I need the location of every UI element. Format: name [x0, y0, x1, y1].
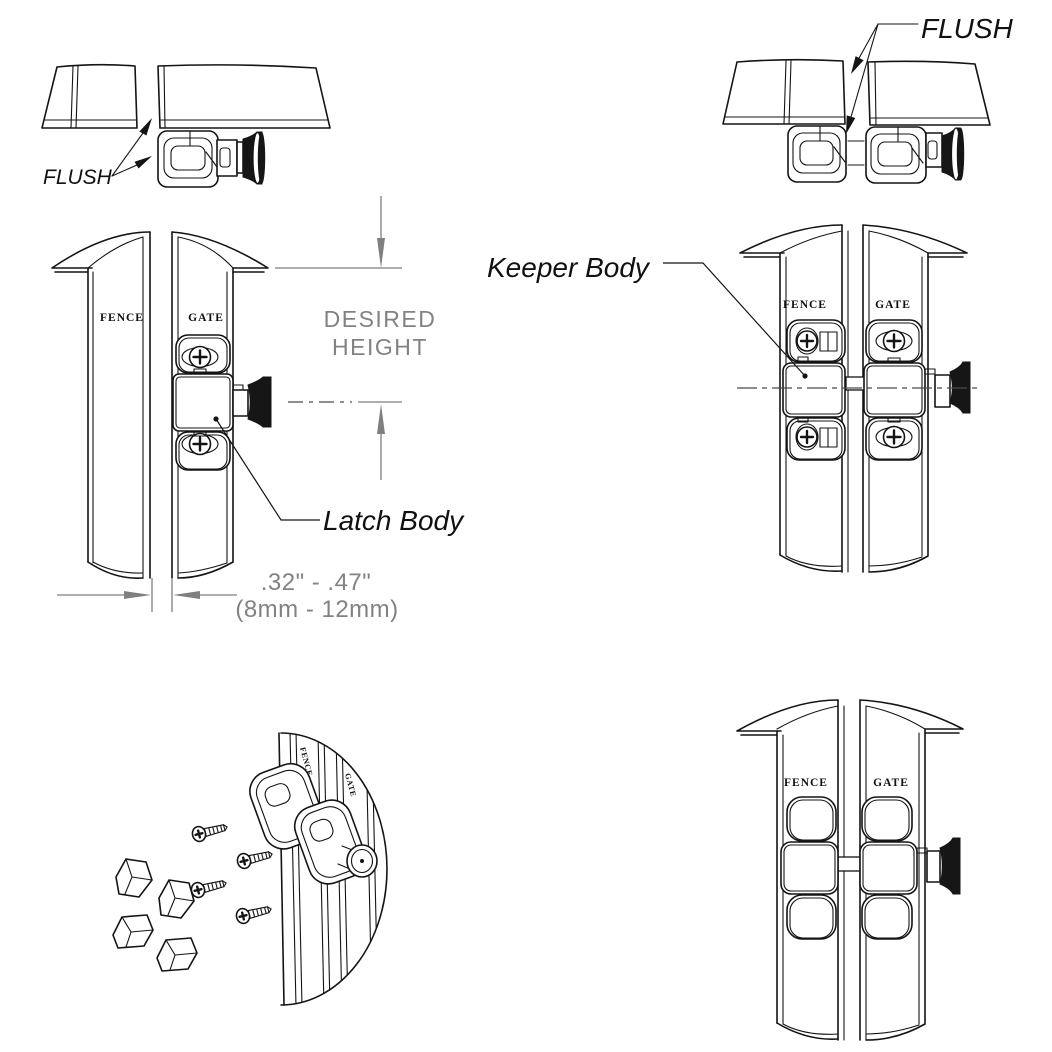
flush-label-left: FLUSH	[43, 166, 113, 189]
gap-dimension: .32" - .47" (8mm - 12mm)	[57, 569, 398, 623]
panel-desired-height-front-view: FENCE GATE Latch Body	[51, 196, 465, 623]
cover-caps	[112, 858, 198, 972]
keeper-body-label: Keeper Body	[487, 252, 651, 283]
desired-height-dimension: DESIRED HEIGHT	[275, 196, 437, 480]
latch-bolt	[837, 856, 861, 872]
knob-isometric	[337, 844, 378, 878]
gate-cap-top-view	[867, 60, 991, 126]
latch-cover-assembled	[859, 796, 961, 940]
screw-icon	[189, 818, 231, 845]
panel-flush-both-top-view: FLUSH	[722, 13, 1014, 184]
knob-front-view	[247, 376, 272, 428]
fence-post-label: FENCE	[783, 299, 827, 311]
gap-inches-label: .32" - .47"	[261, 569, 372, 596]
panel-assembled-view: FENCE GATE	[736, 699, 964, 1041]
latch-body-front-view	[172, 334, 272, 471]
gate-post-label: GATE	[875, 299, 911, 311]
panel-keeper-body-front-view: FENCE GATE	[487, 224, 982, 573]
screw-icon	[233, 900, 275, 927]
latch-body-front-view	[863, 319, 971, 461]
fence-post	[51, 231, 151, 579]
latch-body-top-view	[157, 130, 219, 188]
desired-height-label-line1: DESIRED	[324, 306, 437, 332]
desired-height-label-line2: HEIGHT	[332, 334, 428, 360]
fence-post	[739, 224, 849, 573]
fence-post-label: FENCE	[100, 312, 144, 324]
screw-icon	[234, 845, 276, 872]
flush-leader-lines	[111, 132, 144, 177]
flush-leader-lines	[850, 23, 919, 118]
knob-front-view	[939, 837, 961, 895]
gap-metric-label: (8mm - 12mm)	[235, 596, 398, 623]
latch-body-label: Latch Body	[323, 505, 465, 536]
fence-cap-top-view	[722, 58, 846, 125]
gate-post-label: GATE	[343, 772, 358, 798]
keeper-body-front-view	[782, 319, 846, 461]
keeper-body-leader-line	[663, 262, 806, 377]
screw-icon	[188, 874, 230, 901]
gate-post-label: GATE	[873, 777, 909, 789]
gate-post-label: GATE	[188, 312, 224, 324]
keeper-body-top-view	[787, 125, 847, 183]
latch-body-leader-line	[215, 418, 320, 521]
fence-cap-top-view	[41, 63, 138, 129]
fence-post-label: FENCE	[784, 777, 828, 789]
keeper-cover-assembled	[780, 796, 839, 940]
gate-cap-top-view	[157, 64, 331, 129]
latch-bolt-top-view	[847, 140, 865, 166]
panel-flush-latch-top-view: FLUSH	[41, 63, 331, 189]
flush-label-right: FLUSH	[921, 13, 1014, 44]
panel-exploded-install-view: FENCE GATE	[112, 732, 388, 1006]
